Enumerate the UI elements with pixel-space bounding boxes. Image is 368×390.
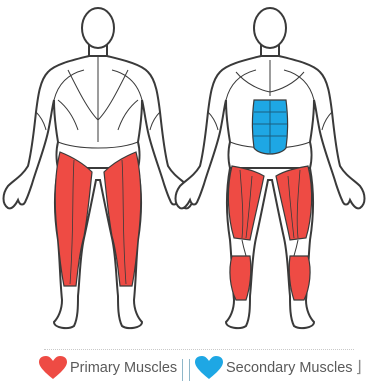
legend-secondary-label: Secondary Muscles	[226, 360, 353, 376]
bracket-icon: ⌋	[356, 360, 362, 376]
legend-separator	[182, 359, 190, 381]
calves-right	[289, 256, 310, 300]
legend-secondary: Secondary Muscles ⌋	[194, 355, 362, 381]
legend-primary: Primary Muscles	[38, 355, 177, 381]
back-view-figure	[4, 8, 193, 328]
legend-divider	[44, 349, 354, 351]
heart-icon	[38, 355, 68, 381]
anatomy-figures	[0, 0, 368, 345]
legend: Primary Muscles Secondary Muscles ⌋	[34, 349, 356, 383]
calves-left	[230, 256, 251, 300]
legend-primary-label: Primary Muscles	[70, 360, 177, 376]
front-view-figure	[176, 8, 365, 328]
heart-icon	[194, 355, 224, 381]
